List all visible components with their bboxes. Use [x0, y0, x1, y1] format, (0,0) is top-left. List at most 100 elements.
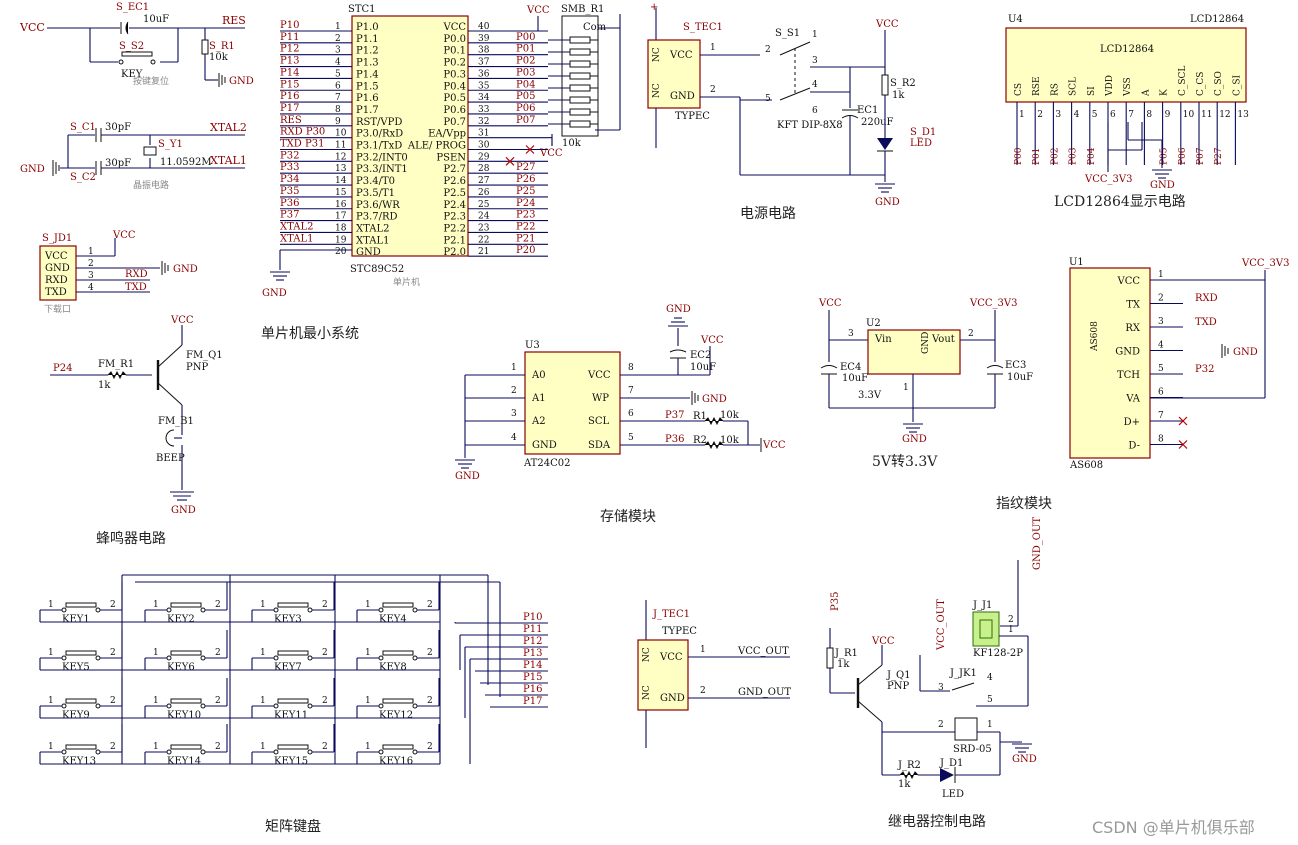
svg-text:2: 2	[700, 686, 706, 696]
keypad-net-p16: P16	[523, 684, 542, 695]
reset-gnd: GND	[229, 76, 254, 87]
jtec-ref: J_TEC1	[652, 609, 690, 620]
svg-text:16: 16	[335, 200, 347, 210]
eeprom-part: AT24C02	[523, 458, 570, 469]
key-2: KEY2	[167, 614, 195, 625]
mcu-net-35: P04	[516, 79, 535, 90]
mcu-net-9: RES	[280, 115, 302, 126]
svg-text:2: 2	[427, 600, 433, 610]
lcd-pin-c_cs: C_CS	[1196, 72, 1206, 96]
caption-reg: 5V转3.3V	[872, 454, 938, 470]
reset-desc: 按键复位	[133, 75, 169, 87]
jd1-txd: TXD	[125, 282, 147, 293]
lcd-pin-c_scl: C_SCL	[1178, 66, 1188, 96]
svg-text:VCC: VCC	[659, 652, 683, 663]
svg-text:36: 36	[478, 69, 490, 79]
svg-text:3: 3	[1158, 317, 1164, 327]
svg-text:2: 2	[1008, 615, 1014, 625]
power-pin-vcc: VCC	[669, 50, 693, 61]
mcu-net-36: P03	[516, 67, 535, 78]
svg-text:P03: P03	[1069, 147, 1079, 165]
svg-text:1: 1	[260, 696, 266, 706]
jd1-desc: 下载口	[44, 303, 71, 315]
svg-text:12: 12	[1219, 110, 1230, 120]
finger-pin-d+: D+	[1124, 417, 1140, 428]
mcu-pin-40: VCC	[442, 22, 466, 33]
svg-text:1: 1	[700, 645, 706, 655]
svg-text:WP: WP	[592, 393, 609, 404]
svg-text:R1: R1	[693, 411, 707, 422]
buzzer-r-val: 1k	[98, 380, 111, 391]
svg-text:5: 5	[1158, 364, 1164, 374]
lcd-pin-scl: SCL	[1069, 77, 1079, 96]
mcu-pin-37: P0.2	[443, 58, 466, 69]
lcd-pin-si: SI	[1087, 86, 1097, 96]
relay-gnd: GND	[1012, 754, 1037, 765]
mcu-pin-4: P1.3	[356, 58, 379, 69]
key-15: KEY15	[274, 756, 308, 767]
svg-text:A2: A2	[531, 416, 546, 427]
svg-text:1: 1	[511, 363, 517, 373]
svg-text:2: 2	[968, 329, 974, 339]
lcd-pin-c_so: C_SO	[1214, 71, 1224, 96]
svg-text:7: 7	[628, 386, 634, 396]
reset-sw-ref: S_S2	[119, 41, 144, 52]
rpack-com: Com	[583, 22, 607, 33]
key-16: KEY16	[379, 756, 413, 767]
mcu-pin-6: P1.5	[356, 81, 379, 92]
svg-text:1: 1	[903, 383, 909, 393]
buzzer-r-ref: FM_R1	[98, 359, 134, 370]
finger-gnd-net: GND	[1233, 347, 1258, 358]
svg-text:5: 5	[628, 433, 634, 443]
watermark: CSDN @单片机俱乐部	[1092, 818, 1255, 837]
svg-text:GND: GND	[45, 263, 70, 274]
svg-text:3: 3	[812, 56, 818, 66]
power-r-ref: S_R2	[890, 78, 916, 89]
svg-text:14: 14	[335, 176, 347, 186]
svg-text:25: 25	[478, 200, 490, 210]
eeprom-ref: U3	[525, 340, 540, 351]
svg-text:26: 26	[478, 188, 490, 198]
svg-text:SRD-05: SRD-05	[953, 744, 992, 755]
relay-vcc-out: VCC_OUT	[936, 599, 947, 651]
svg-text:4: 4	[812, 80, 818, 90]
svg-text:VCC: VCC	[587, 370, 611, 381]
reset-sw-val: KEY	[121, 69, 143, 80]
buzzer-vcc: VCC	[170, 315, 194, 326]
mcu-net-5: P14	[280, 67, 299, 78]
mcu-sub: 单片机	[393, 276, 420, 288]
mcu-net-15: P35	[280, 186, 299, 197]
svg-text:30: 30	[478, 141, 490, 151]
svg-text:8: 8	[335, 105, 341, 115]
mcu-ea-vcc: VCC	[539, 148, 563, 159]
mcu-net-1: P10	[280, 20, 299, 31]
svg-text:10: 10	[1183, 110, 1195, 120]
svg-text:1: 1	[260, 742, 266, 752]
mcu-net-34: P05	[516, 91, 535, 102]
caption-lcd: LCD12864显示电路	[1054, 194, 1186, 210]
svg-text:1: 1	[153, 696, 159, 706]
buzzer-circuit: P24 FM_R1 1k VCC FM_Q1 PNP FM_B1 BEEP GN…	[50, 315, 223, 516]
mcu-pin-18: XTAL2	[356, 223, 389, 234]
eeprom-vcc: VCC	[700, 335, 724, 346]
svg-text:10: 10	[335, 129, 347, 139]
key-5: KEY5	[62, 662, 90, 673]
power-pin-gnd: GND	[670, 91, 695, 102]
mcu-pin-5: P1.4	[356, 69, 379, 80]
keypad-net-p13: P13	[523, 648, 542, 659]
svg-text:J_JK1: J_JK1	[949, 668, 977, 679]
reset-r-val: 10k	[209, 52, 229, 63]
mcu-left-pins: P1.01P10P1.12P11P1.23P12P1.34P13P1.45P14…	[280, 20, 408, 258]
svg-text:11: 11	[335, 141, 346, 151]
mcu-pin-24: P2.3	[443, 212, 466, 223]
svg-text:2: 2	[710, 85, 716, 95]
key-14: KEY14	[167, 756, 201, 767]
svg-text:KF128-2P: KF128-2P	[973, 648, 1023, 659]
finger-part: AS608	[1069, 460, 1103, 471]
mcu-gnd: GND	[262, 288, 287, 299]
reset-cap-ref: S_EC1	[116, 2, 149, 13]
power-circuit: + S_TEC1 NC NC VCC GND TYPEC 1 2 S_S1 2 …	[647, 2, 936, 208]
finger-block: U1 AS608 AS608 VCC1TX2RX3GND4TCH5VA6D+7D…	[1069, 257, 1289, 471]
